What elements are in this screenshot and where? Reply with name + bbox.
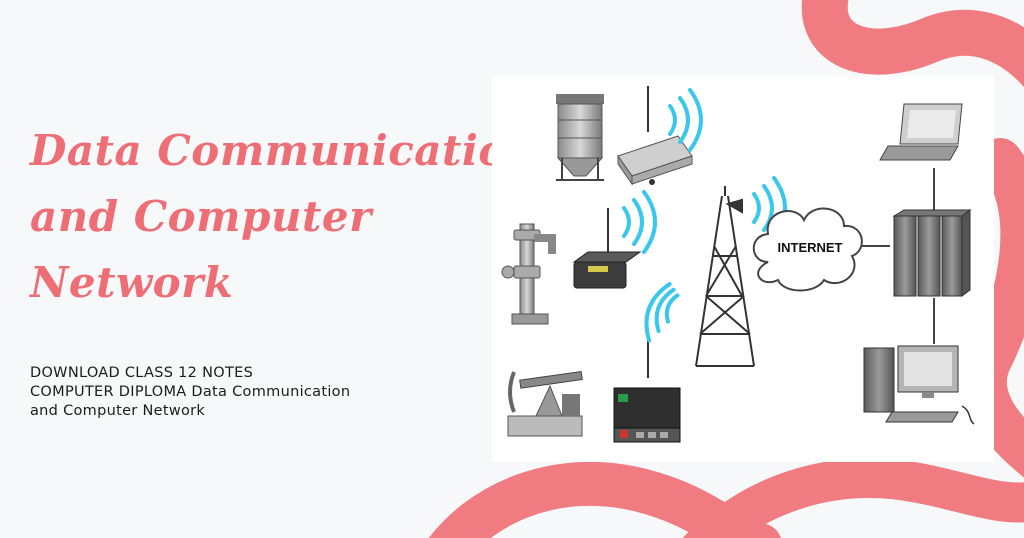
- wellhead-icon: [501, 223, 556, 325]
- server-icon: [892, 209, 972, 297]
- subtitle-line-3: and Computer Network: [30, 403, 206, 419]
- wireless-router-icon: [572, 208, 642, 289]
- subtitle-line-2: COMPUTER DIPLOMA Data Communication: [30, 384, 351, 400]
- title-line-3: Network: [30, 258, 234, 307]
- network-diagram-svg: INTERNET: [501, 86, 975, 443]
- internet-label: INTERNET: [778, 240, 843, 255]
- decor-swirl-bottom-2: [682, 458, 1024, 538]
- subtitle: DOWNLOAD CLASS 12 NOTES COMPUTER DIPLOMA…: [30, 364, 470, 421]
- laptop-icon: [879, 103, 963, 161]
- network-diagram: INTERNET: [492, 76, 994, 462]
- subtitle-line-1: DOWNLOAD CLASS 12 NOTES: [30, 365, 254, 381]
- decor-swirl-top: [801, 0, 1024, 88]
- title-line-1: Data Communication: [30, 126, 538, 175]
- pumpjack-icon: [507, 371, 583, 437]
- cloud-icon: INTERNET: [752, 207, 863, 292]
- desktop-computer-icon: [863, 345, 975, 425]
- wireless-router-icon: [617, 86, 693, 186]
- page-title: Data Communication and Computer Network: [30, 118, 538, 316]
- wireless-router-icon: [613, 334, 681, 443]
- title-line-2: and Computer: [30, 192, 372, 241]
- cell-tower-icon: [695, 186, 755, 367]
- silo-icon: [556, 94, 604, 181]
